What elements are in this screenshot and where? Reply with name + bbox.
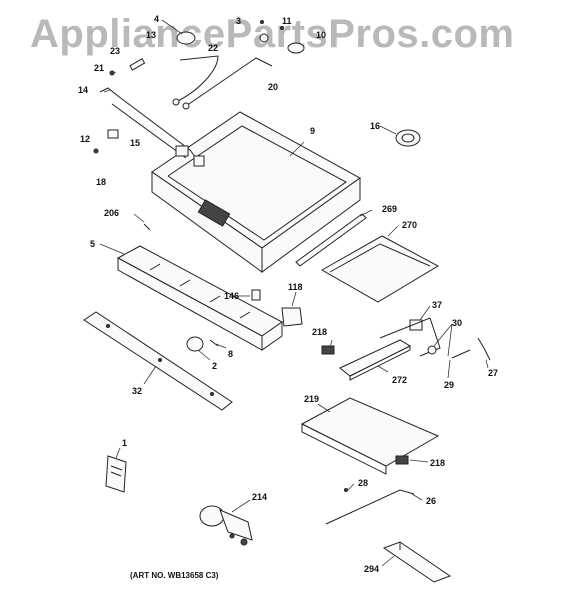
callout-16: 16 [370, 121, 381, 131]
callout-37: 37 [432, 300, 443, 310]
art-number: (ART NO. WB13658 C3) [130, 571, 219, 580]
callout-1: 1 [122, 438, 128, 448]
callout-28: 28 [358, 478, 369, 488]
callout-32: 32 [132, 386, 143, 396]
callout-118: 118 [288, 282, 303, 292]
callout-294: 294 [364, 564, 380, 574]
callout-8: 8 [228, 349, 234, 359]
heat-shield-part [295, 213, 440, 303]
callout-22: 22 [208, 43, 219, 53]
callout-214: 214 [252, 492, 268, 502]
callout-18: 18 [96, 177, 107, 187]
rod-part [325, 488, 415, 525]
callout-9: 9 [310, 126, 316, 136]
callout-4: 4 [154, 14, 160, 24]
callout-21: 21 [94, 63, 105, 73]
callout-219: 219 [304, 394, 320, 404]
callout-13: 13 [146, 30, 157, 40]
gas-valve-part [199, 505, 253, 546]
callout-2: 2 [212, 361, 218, 371]
callout-218-bottom: 218 [430, 458, 446, 468]
manifold-pipe-part [99, 87, 205, 167]
callout-270: 270 [402, 220, 418, 230]
callout-272: 272 [392, 375, 408, 385]
leader-lines [99, 19, 489, 567]
callout-218-top: 218 [312, 327, 328, 337]
igniter-channel-part [321, 339, 412, 381]
callout-206: 206 [104, 208, 120, 218]
switch-part [251, 289, 303, 327]
callout-23: 23 [110, 46, 121, 56]
callout-5: 5 [90, 239, 96, 249]
callout-20: 20 [268, 82, 279, 92]
callout-10: 10 [316, 30, 327, 40]
manual-part [105, 455, 127, 493]
valve-assembly-part [379, 317, 491, 361]
callout-26: 26 [426, 496, 437, 506]
callout-30: 30 [452, 318, 463, 328]
watermark: AppliancePartsPros.com [30, 12, 515, 56]
callout-14: 14 [78, 85, 89, 95]
knob-insert-part [186, 336, 219, 352]
burner-heads-part [176, 31, 421, 147]
fasteners-part [93, 20, 284, 231]
bottom-bracket-part [382, 541, 452, 583]
callout-15: 15 [130, 138, 141, 148]
callout-27: 27 [488, 368, 499, 378]
callout-3: 3 [236, 16, 242, 26]
callout-12: 12 [80, 134, 91, 144]
callout-11: 11 [282, 16, 292, 26]
supply-tubes-part [172, 55, 273, 110]
front-trim-part [83, 311, 233, 411]
callout-29: 29 [444, 380, 455, 390]
callout-146: 146 [224, 291, 240, 301]
callout-269: 269 [382, 204, 398, 214]
burner-box-part [151, 111, 361, 273]
lower-tray-part [300, 397, 440, 475]
control-panel-part [116, 245, 283, 351]
